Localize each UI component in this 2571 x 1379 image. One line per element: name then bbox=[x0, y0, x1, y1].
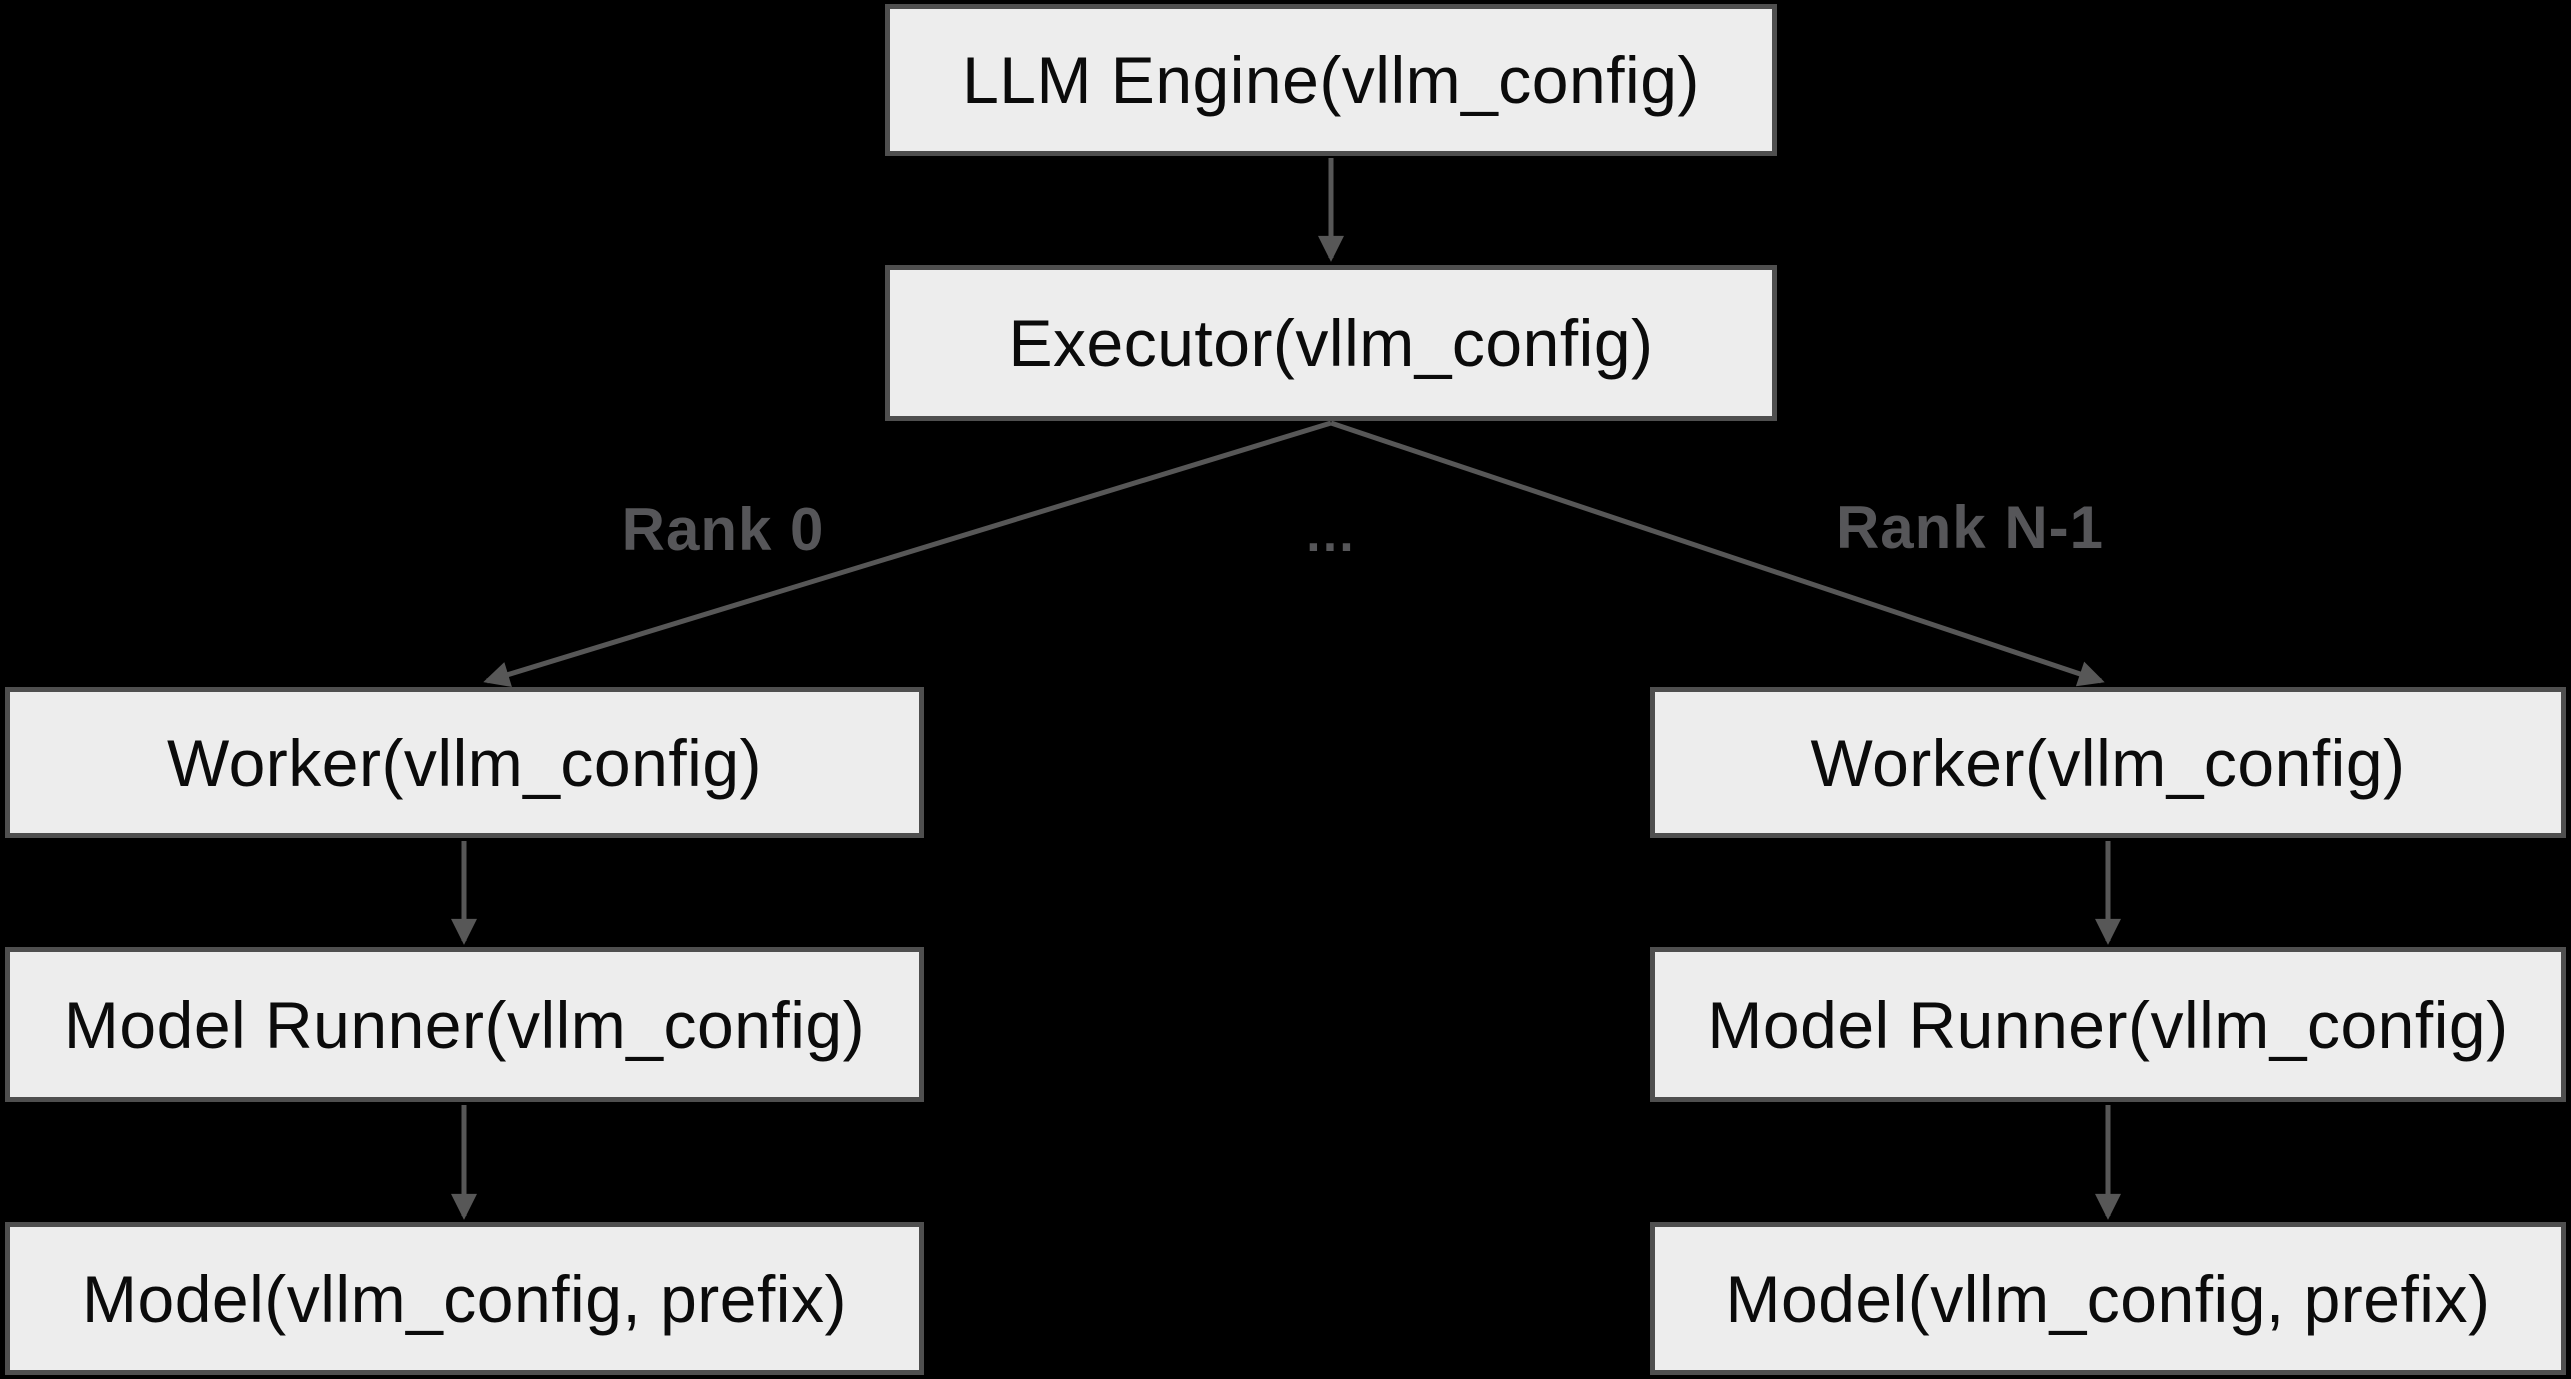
node-worker-rankN: Worker(vllm_config) bbox=[1650, 687, 2566, 838]
node-llm-engine: LLM Engine(vllm_config) bbox=[885, 4, 1777, 156]
node-model-rankN: Model(vllm_config, prefix) bbox=[1650, 1222, 2566, 1375]
edge-label-rank-0: Rank 0 bbox=[621, 496, 825, 563]
edge-label-ellipsis: … bbox=[1304, 505, 1358, 563]
node-model-runner-rankN: Model Runner(vllm_config) bbox=[1650, 947, 2566, 1102]
edge-label-rank-n-1: Rank N-1 bbox=[1835, 494, 2105, 561]
node-executor: Executor(vllm_config) bbox=[885, 265, 1777, 421]
edge-executor-to-worker-rank0 bbox=[483, 420, 1332, 687]
node-model-runner-rank0: Model Runner(vllm_config) bbox=[5, 947, 924, 1102]
node-model-rank0: Model(vllm_config, prefix) bbox=[5, 1222, 924, 1375]
node-worker-rank0: Worker(vllm_config) bbox=[5, 687, 924, 838]
